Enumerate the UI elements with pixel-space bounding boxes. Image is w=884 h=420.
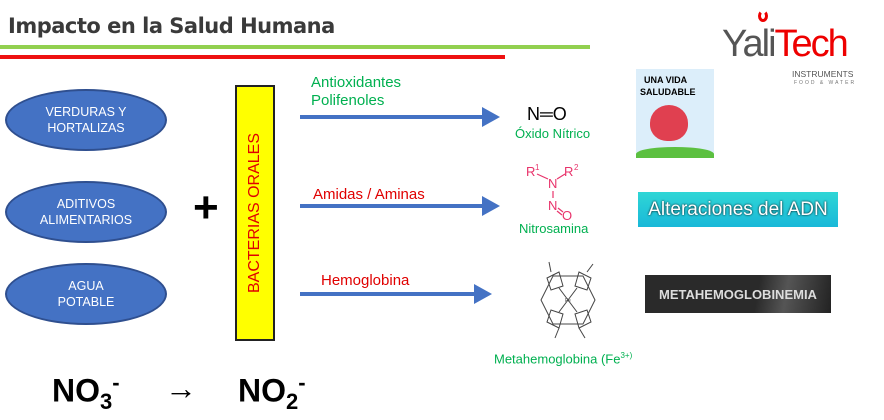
dna-alterations-box: Alteraciones del ADN [638,192,838,227]
conversion-arrow: → [165,370,197,406]
nitrate-formula: NO3- [52,370,120,415]
logo-tech: Tech [774,23,849,65]
logo-yali: Yali [722,23,777,65]
methemoglobinemia-label: METAHEMOGLOBINEMIA [659,286,817,302]
pathway-label-amines: Amidas / Aminas [313,186,425,203]
healthy-text-1: UNA VIDA [644,75,688,85]
nitrosamine-label: Nitrosamina [519,221,589,236]
source-line: ALIMENTARIOS [39,213,133,227]
svg-text:R: R [564,164,573,179]
methemoglobin-structure: Fe [540,261,596,339]
page-title: Impacto en la Salud Humana [8,14,335,38]
plus-sign: + [193,183,219,232]
red-divider [0,55,505,59]
oral-bacteria-box: BACTERIAS ORALES [235,85,275,341]
svg-text:O: O [562,208,572,222]
green-divider [0,45,590,49]
arrow-icon [300,284,492,304]
nitric-oxide-formula: N═O [527,104,567,124]
apple-icon [758,10,768,22]
logo-sub: INSTRUMENTS [792,69,854,79]
dna-alterations-label: Alteraciones del ADN [648,198,828,220]
methemoglobin-label: Metahemoglobina (Fe3+) [494,351,633,367]
source-additives: ADITIVOS ALIMENTARIOS [5,181,167,243]
source-line: POTABLE [57,295,115,309]
source-vegetables: VERDURAS Y HORTALIZAS [5,89,167,151]
healthy-life-image: UNA VIDA SALUDABLE [636,69,714,158]
svg-text:2: 2 [574,163,579,172]
source-line: AGUA [68,279,104,293]
methemoglobinemia-box: METAHEMOGLOBINEMIA [645,275,831,313]
pathway-label-hemoglobin: Hemoglobina [321,272,410,289]
heart-icon [650,105,688,141]
healthy-text-2: SALUDABLE [640,87,696,97]
nitric-oxide-label: Óxido Nítrico [515,126,591,141]
svg-text:1: 1 [535,163,540,172]
arrow-icon [300,196,500,216]
yalitech-logo: YaliTech INSTRUMENTS FOOD & WATER [722,6,872,92]
arrow-icon [300,107,500,127]
source-line: VERDURAS Y [45,105,127,119]
source-water: AGUA POTABLE [5,263,167,325]
source-line: ADITIVOS [56,197,116,211]
nitrite-formula: NO2- [238,370,306,415]
svg-text:N: N [548,176,557,191]
source-line: HORTALIZAS [47,121,125,135]
logo-sub2: FOOD & WATER [794,80,857,86]
oral-bacteria-label: BACTERIAS ORALES [246,132,264,294]
svg-text:Fe: Fe [565,298,571,304]
svg-text:R: R [526,164,535,179]
svg-text:N: N [548,198,557,213]
